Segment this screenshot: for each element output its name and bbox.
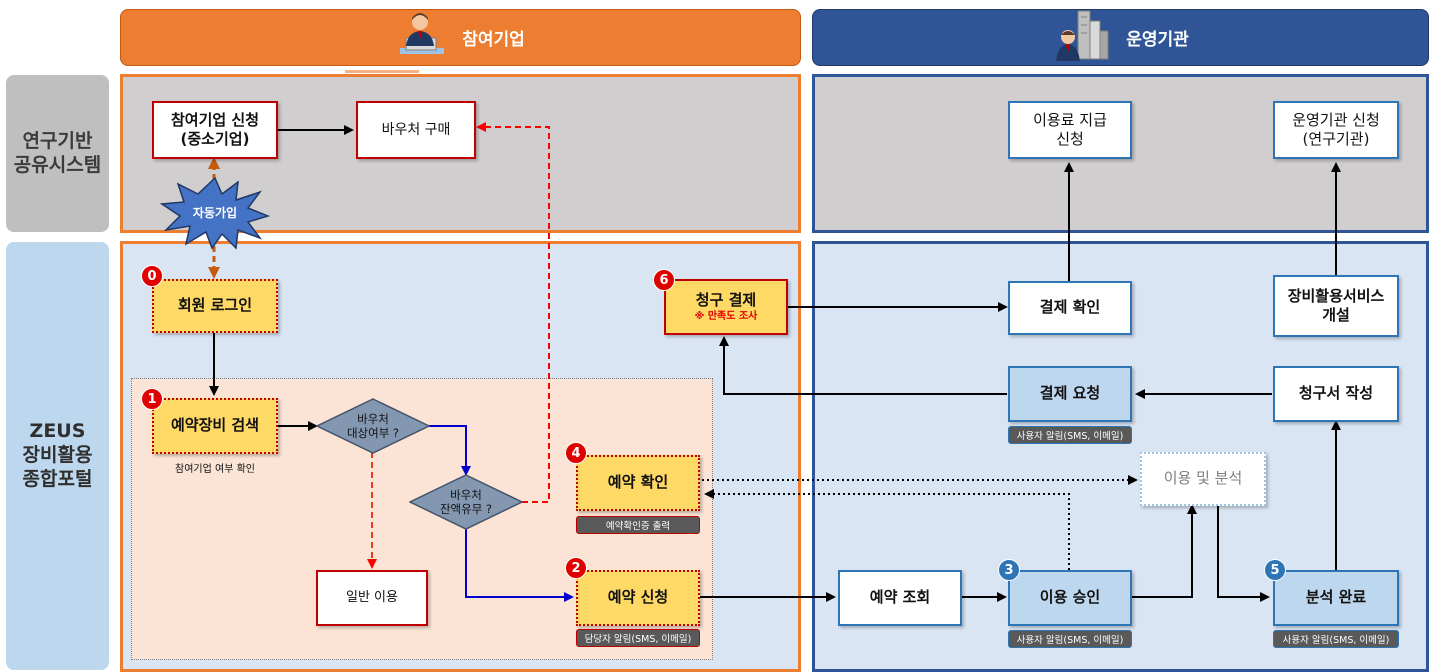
auto-join-burst: 자동가입 xyxy=(159,176,271,250)
step-badge-5: 5 xyxy=(1264,559,1286,581)
voucher-buy-box[interactable]: 바우처 구매 xyxy=(356,101,476,159)
analysis-done-note: 사용자 알림(SMS, 이메일) xyxy=(1273,630,1399,648)
general-use-box[interactable]: 일반 이용 xyxy=(316,570,428,626)
auto-join-label: 자동가입 xyxy=(192,206,238,220)
step-badge-0: 0 xyxy=(141,265,163,287)
step-badge-3: 3 xyxy=(998,559,1020,581)
reserve-confirm-box[interactable]: 예약 확인 xyxy=(576,455,700,511)
header-underline xyxy=(345,70,419,73)
use-approve-box[interactable]: 이용 승인 xyxy=(1008,570,1132,626)
burst-star-shape xyxy=(159,176,271,250)
step-badge-1: 1 xyxy=(141,388,163,410)
usage-analysis-box[interactable]: 이용 및 분석 xyxy=(1140,452,1266,506)
step-badge-6: 6 xyxy=(653,269,675,291)
header-operating-agency: 운영기관 xyxy=(812,9,1429,66)
pay-request-note: 사용자 알림(SMS, 이메일) xyxy=(1008,426,1132,444)
step-badge-2: 2 xyxy=(565,557,587,579)
use-approve-note: 사용자 알림(SMS, 이메일) xyxy=(1008,630,1132,648)
voucher-target-diamond[interactable] xyxy=(316,398,430,454)
business-person-building-icon xyxy=(1052,7,1112,68)
search-note: 참여기업 여부 확인 xyxy=(175,464,255,475)
search-box[interactable]: 예약장비 검색 xyxy=(152,398,278,454)
business-person-laptop-icon xyxy=(396,10,448,65)
reserve-lookup-box[interactable]: 예약 조회 xyxy=(838,570,962,626)
login-box[interactable]: 회원 로그인 xyxy=(152,279,278,333)
reserve-confirm-note: 예약확인증 출력 xyxy=(576,516,700,534)
billing-box[interactable]: 청구 결제※ 만족도 조사 xyxy=(664,279,788,335)
invoice-box[interactable]: 청구서 작성 xyxy=(1273,366,1399,422)
step-badge-4: 4 xyxy=(565,442,587,464)
header-left-label: 참여기업 xyxy=(462,30,525,50)
pay-request-box[interactable]: 결제 요청 xyxy=(1008,366,1132,422)
reserve-apply-box[interactable]: 예약 신청 xyxy=(576,570,700,626)
voucher-balance-diamond[interactable] xyxy=(409,474,523,530)
header-participating-company: 참여기업 xyxy=(120,9,801,66)
org-request-box[interactable]: 운영기관 신청(연구기관) xyxy=(1273,101,1399,159)
analysis-done-box[interactable]: 분석 완료 xyxy=(1273,570,1399,626)
reserve-apply-note: 담당자 알림(SMS, 이메일) xyxy=(576,629,700,647)
join-request-box[interactable]: 참여기업 신청(중소기업) xyxy=(152,101,278,159)
pay-confirm-box[interactable]: 결제 확인 xyxy=(1008,281,1132,335)
header-right-label: 운영기관 xyxy=(1126,30,1189,50)
